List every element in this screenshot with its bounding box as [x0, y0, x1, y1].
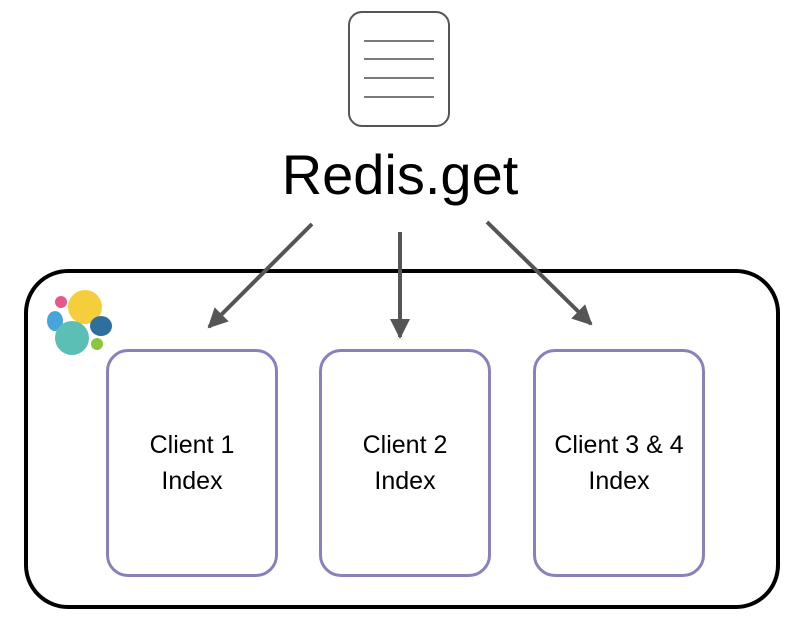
arrow-to-client-1	[207, 222, 314, 329]
arrow-to-client-3-4	[485, 220, 593, 326]
client-2-index-box: Client 2 Index	[319, 349, 491, 577]
document-line	[364, 58, 434, 60]
logo-pink-blob	[55, 296, 67, 308]
index-label-line1: Client 1	[149, 431, 235, 459]
elasticsearch-logo-icon	[47, 290, 112, 355]
logo-green-blob	[91, 338, 103, 350]
index-label-line2: Index	[588, 467, 650, 495]
document-line	[364, 40, 434, 42]
index-label-line2: Index	[161, 467, 223, 495]
document-icon	[348, 11, 450, 127]
document-line	[364, 96, 434, 98]
client-1-index-label: Client 1 Index	[150, 427, 235, 499]
client-2-index-label: Client 2 Index	[363, 427, 448, 499]
logo-darkblue-blob	[90, 316, 112, 336]
client-3-4-index-box: Client 3 & 4 Index	[533, 349, 705, 577]
index-label-line1: Client 3 & 4	[554, 431, 684, 459]
logo-blue-blob	[47, 311, 63, 331]
diagram-title: Redis.get	[281, 143, 519, 206]
index-label-line2: Index	[374, 467, 436, 495]
client-3-4-index-label: Client 3 & 4 Index	[554, 427, 683, 499]
client-1-index-box: Client 1 Index	[106, 349, 278, 577]
logo-teal-blob	[55, 321, 89, 355]
index-label-line1: Client 2	[362, 431, 448, 459]
document-line	[364, 77, 434, 79]
logo-yellow-blob	[68, 290, 102, 324]
